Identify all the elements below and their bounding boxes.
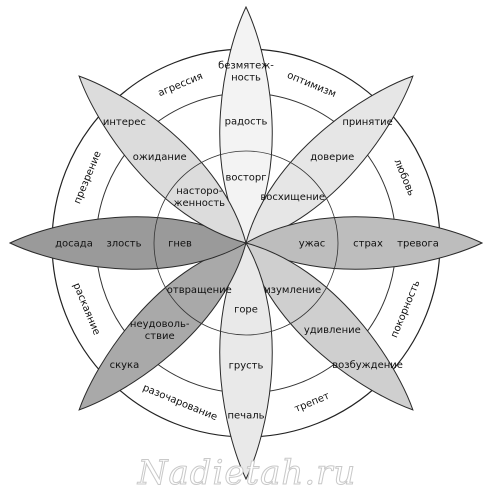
- petal-outer-label: досада: [55, 239, 93, 250]
- petal-2: [244, 216, 484, 270]
- petal-5: [78, 242, 247, 411]
- petal-7: [78, 75, 247, 244]
- petal-middle-label: ожидание: [133, 152, 187, 163]
- inner-ring: [153, 150, 339, 336]
- petal-inner-label: восторг: [225, 173, 266, 184]
- petal-outer-label: скука: [110, 360, 140, 371]
- petal-middle-label: удивление: [304, 325, 361, 336]
- petal-inner-label: ужас: [299, 239, 326, 250]
- petal-inner-label: отвращение: [167, 285, 232, 296]
- petal-middle-label: злость: [106, 239, 141, 250]
- petal-middle-label: грусть: [229, 361, 264, 372]
- watermark-text: Nadietah.ru: [137, 453, 357, 493]
- petal-inner-label: восхищение: [260, 192, 325, 203]
- petal-4: [219, 241, 273, 481]
- petal-outer-label: интерес: [103, 117, 146, 128]
- petal-inner-label: гнев: [168, 239, 192, 250]
- petal-outer-label: тревога: [397, 239, 439, 250]
- petal-layer: [8, 5, 484, 481]
- petal-middle-label: неудоволь-ствие: [130, 319, 190, 342]
- petal-middle-label: страх: [353, 239, 383, 250]
- petal-outer-label: безмятеж-ность: [218, 61, 274, 84]
- petal-inner-label: горе: [234, 305, 258, 316]
- petal-3: [245, 242, 414, 411]
- petal-outer-label: печаль: [227, 411, 264, 422]
- petal-outer-label: возбуждение: [332, 360, 403, 371]
- petal-0: [219, 5, 273, 245]
- petal-1: [245, 75, 414, 244]
- petal-outer-label: принятие: [342, 117, 392, 128]
- petal-middle-label: радость: [225, 117, 268, 128]
- petal-6: [8, 216, 248, 270]
- petal-inner-label: насторо-женность: [174, 186, 226, 209]
- petal-middle-label: доверие: [310, 152, 354, 163]
- petal-inner-label: изумление: [264, 285, 321, 296]
